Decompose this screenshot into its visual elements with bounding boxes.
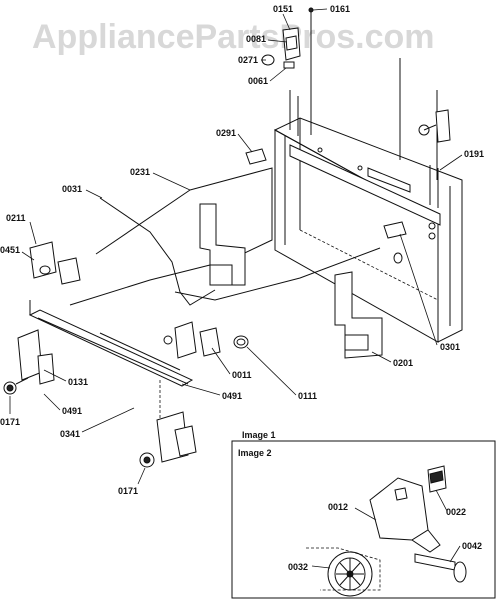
label-0081: 0081 [246,34,266,44]
leader-lines [9,8,463,485]
label-0161: 0161 [330,4,350,14]
label-0022: 0022 [446,507,466,517]
inset-title-image1: Image 1 [242,430,276,440]
inset-box [231,440,496,599]
label-0191: 0191 [464,149,484,159]
label-0031: 0031 [62,184,82,194]
label-0301: 0301 [440,342,460,352]
label-0291: 0291 [216,128,236,138]
label-0341: 0341 [60,429,80,439]
rail-0341 [28,300,194,387]
glide-0111 [233,335,249,349]
part-labels: 0151 0161 0081 0271 0061 0291 0191 0031 … [0,4,484,572]
rod-0031 [99,197,381,306]
right-bracket [418,109,451,143]
label-0231: 0231 [130,167,150,177]
label-0032: 0032 [288,562,308,572]
label-0111: 0111 [298,391,317,401]
label-0171-left: 0171 [0,417,20,427]
clip-0291 [245,148,267,165]
label-0012: 0012 [328,502,348,512]
label-0491-right: 0491 [222,391,242,401]
inset-title-image2: Image 2 [238,448,272,458]
top-hinge-bracket [261,27,301,69]
side-plate-0231 [69,167,273,306]
label-0451: 0451 [0,245,20,255]
label-0061: 0061 [248,76,268,86]
left-wheel-bracket [3,329,55,395]
label-0042: 0042 [462,541,482,551]
label-0271: 0271 [238,55,258,65]
label-0131: 0131 [68,377,88,387]
clip-0301 [383,221,407,239]
label-0011: 0011 [232,370,252,380]
hinge-bracket-0211 [29,241,81,285]
hinge-bracket-0011 [163,321,221,359]
bracket-plate-0201 [199,203,246,286]
label-0211: 0211 [6,213,26,223]
label-0171-bottom: 0171 [118,486,138,496]
label-0151: 0151 [273,4,293,14]
label-0201: 0201 [393,358,413,368]
watermark-text: AppliancePartsPros.com [32,18,434,56]
bracket-plate-0201-right [334,271,383,359]
cabinet-frame [273,117,463,343]
label-0491-left: 0491 [62,406,82,416]
lower-wheel-bracket [139,380,197,468]
